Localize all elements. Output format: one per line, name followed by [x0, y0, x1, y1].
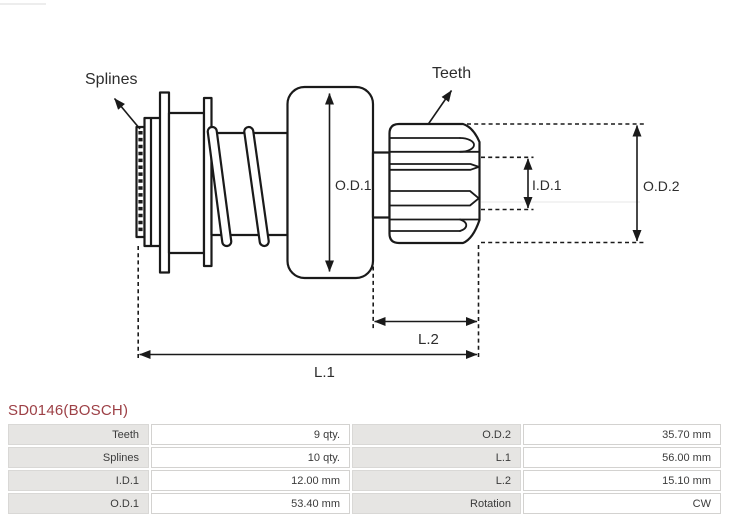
spring-shape: [206, 125, 289, 248]
od1-label: O.D.1: [335, 177, 372, 193]
spec-value-rotation: CW: [523, 493, 721, 514]
teeth-callout-arrow: [427, 90, 453, 125]
spec-value-teeth: 9 qty.: [151, 424, 350, 445]
spec-value-l1: 56.00 mm: [523, 447, 721, 468]
l1-label: L.1: [314, 364, 335, 381]
spec-label-teeth: Teeth: [8, 424, 149, 445]
extension-lines: [137, 123, 646, 359]
spec-label-splines: Splines: [8, 447, 149, 468]
spec-label-od1: O.D.1: [8, 493, 149, 514]
spec-value-splines: 10 qty.: [151, 447, 350, 468]
spec-label-rotation: Rotation: [352, 493, 521, 514]
splines-label: Splines: [85, 71, 137, 88]
spec-value-id1: 12.00 mm: [151, 470, 350, 491]
part-number-title: SD0146(BOSCH): [8, 402, 129, 419]
starter-drive-diagram: Splines Teeth O.D.1 I.D.1 O.D.2 L.2 L.1: [85, 65, 680, 381]
splined-shaft-shape: [135, 125, 146, 239]
spec-label-l1: L.1: [352, 447, 521, 468]
od2-label: O.D.2: [643, 178, 680, 194]
spec-label-l2: L.2: [352, 470, 521, 491]
id1-label: I.D.1: [532, 177, 562, 193]
pinion-gear-shape: [371, 122, 481, 245]
spec-value-od1: 53.40 mm: [151, 493, 350, 514]
splines-callout-arrow: [113, 97, 141, 130]
spec-value-l2: 15.10 mm: [523, 470, 721, 491]
l2-label: L.2: [418, 331, 439, 348]
spec-label-id1: I.D.1: [8, 470, 149, 491]
collar-and-flanges-shape: [143, 91, 213, 274]
teeth-label: Teeth: [432, 65, 471, 82]
scan-artifact-line: [0, 3, 46, 5]
spec-value-od2: 35.70 mm: [523, 424, 721, 445]
spec-label-od2: O.D.2: [352, 424, 521, 445]
spec-table: Teeth 9 qty. O.D.2 35.70 mm Splines 10 q…: [8, 424, 721, 514]
